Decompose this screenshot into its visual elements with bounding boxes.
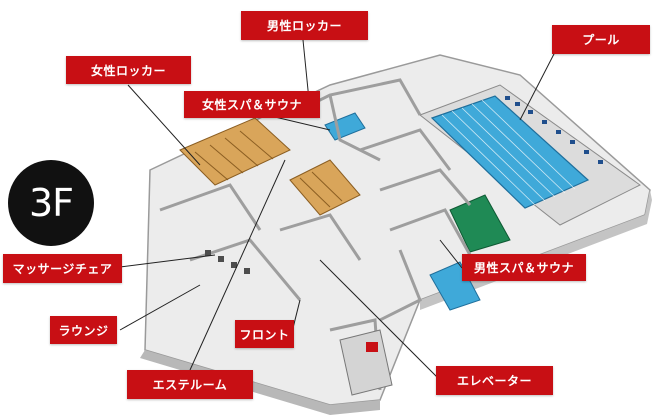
mens-locker-rows [299,171,343,208]
mens-locker-area [289,159,361,216]
label-massage-chair[interactable]: マッサージチェア [3,254,122,283]
elevator-sign [366,342,378,352]
label-esthetic-room[interactable]: エステルーム [127,370,253,399]
pool-lanes [441,99,576,206]
label-womens-locker[interactable]: 女性ロッカー [66,56,191,84]
mens-spa-green [449,194,511,253]
label-pool[interactable]: プール [552,25,650,54]
label-elevator[interactable]: エレベーター [436,366,553,395]
lounge-furniture [205,250,250,274]
floor-level-badge: 3F [8,160,94,246]
label-womens-spa[interactable]: 女性スパ＆サウナ [184,91,320,118]
elevator-block [339,329,393,396]
building-outer-wall [140,350,380,415]
pointer-lines [119,39,556,379]
womens-locker-rows [194,130,274,181]
label-front[interactable]: フロント [235,320,294,348]
label-mens-spa[interactable]: 男性スパ＆サウナ [462,254,586,281]
mens-spa-pool [429,261,481,311]
label-mens-locker-top[interactable]: 男性ロッカー [241,11,368,40]
womens-locker-area [179,117,291,186]
pool-water [430,95,590,209]
womens-spa-pool [324,112,366,141]
pool-seats [505,96,603,164]
label-lounge[interactable]: ラウンジ [50,316,117,344]
